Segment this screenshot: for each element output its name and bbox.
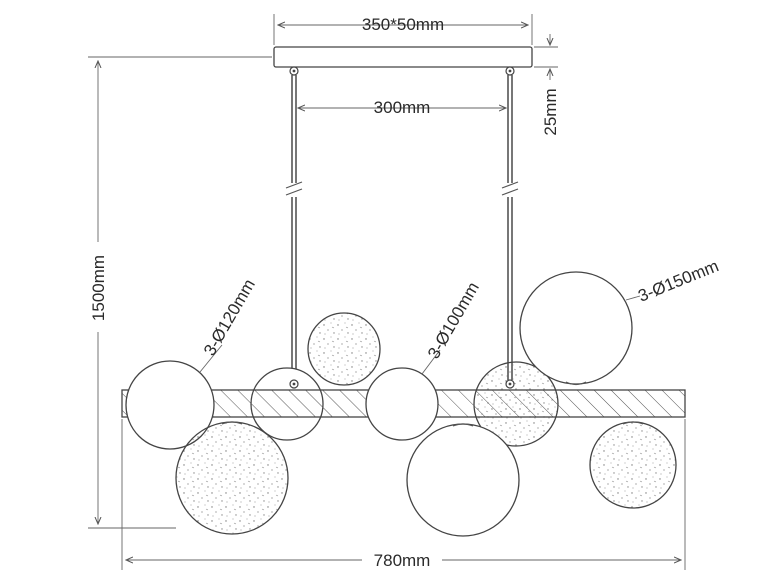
canopy-dimension-label: 350*50mm bbox=[362, 15, 444, 34]
canopy bbox=[273, 46, 533, 68]
globe-120-left bbox=[125, 360, 215, 450]
canopy-height-dimension: 25mm bbox=[534, 34, 560, 136]
suspension-rods bbox=[285, 66, 519, 380]
rod-spacing-label: 300mm bbox=[374, 98, 431, 117]
globe-labels: 3-Ø120mm 3-Ø100mm 3-Ø150mm bbox=[199, 256, 721, 375]
globes-front bbox=[125, 360, 677, 537]
globe-100-upper bbox=[307, 312, 381, 386]
canopy-width-dimension: 350*50mm bbox=[273, 14, 533, 45]
globe-150-lower-left bbox=[175, 421, 289, 535]
globe-100-center bbox=[365, 367, 439, 441]
total-height-dimension: 1500mm bbox=[86, 56, 272, 529]
total-height-label: 1500mm bbox=[89, 255, 108, 321]
globe-120-label: 3-Ø120mm bbox=[200, 276, 259, 359]
globe-100-label: 3-Ø100mm bbox=[424, 279, 483, 362]
globe-150-upper-right bbox=[519, 271, 633, 385]
rod-spacing-dimension: 300mm bbox=[298, 98, 506, 117]
globe-150-label: 3-Ø150mm bbox=[635, 256, 721, 305]
total-width-dimension: 780mm bbox=[121, 419, 686, 570]
canopy-height-label: 25mm bbox=[541, 88, 560, 135]
globe-120-lower-right bbox=[589, 421, 677, 509]
globe-150-lower-center bbox=[406, 423, 520, 537]
total-width-label: 780mm bbox=[374, 551, 431, 570]
